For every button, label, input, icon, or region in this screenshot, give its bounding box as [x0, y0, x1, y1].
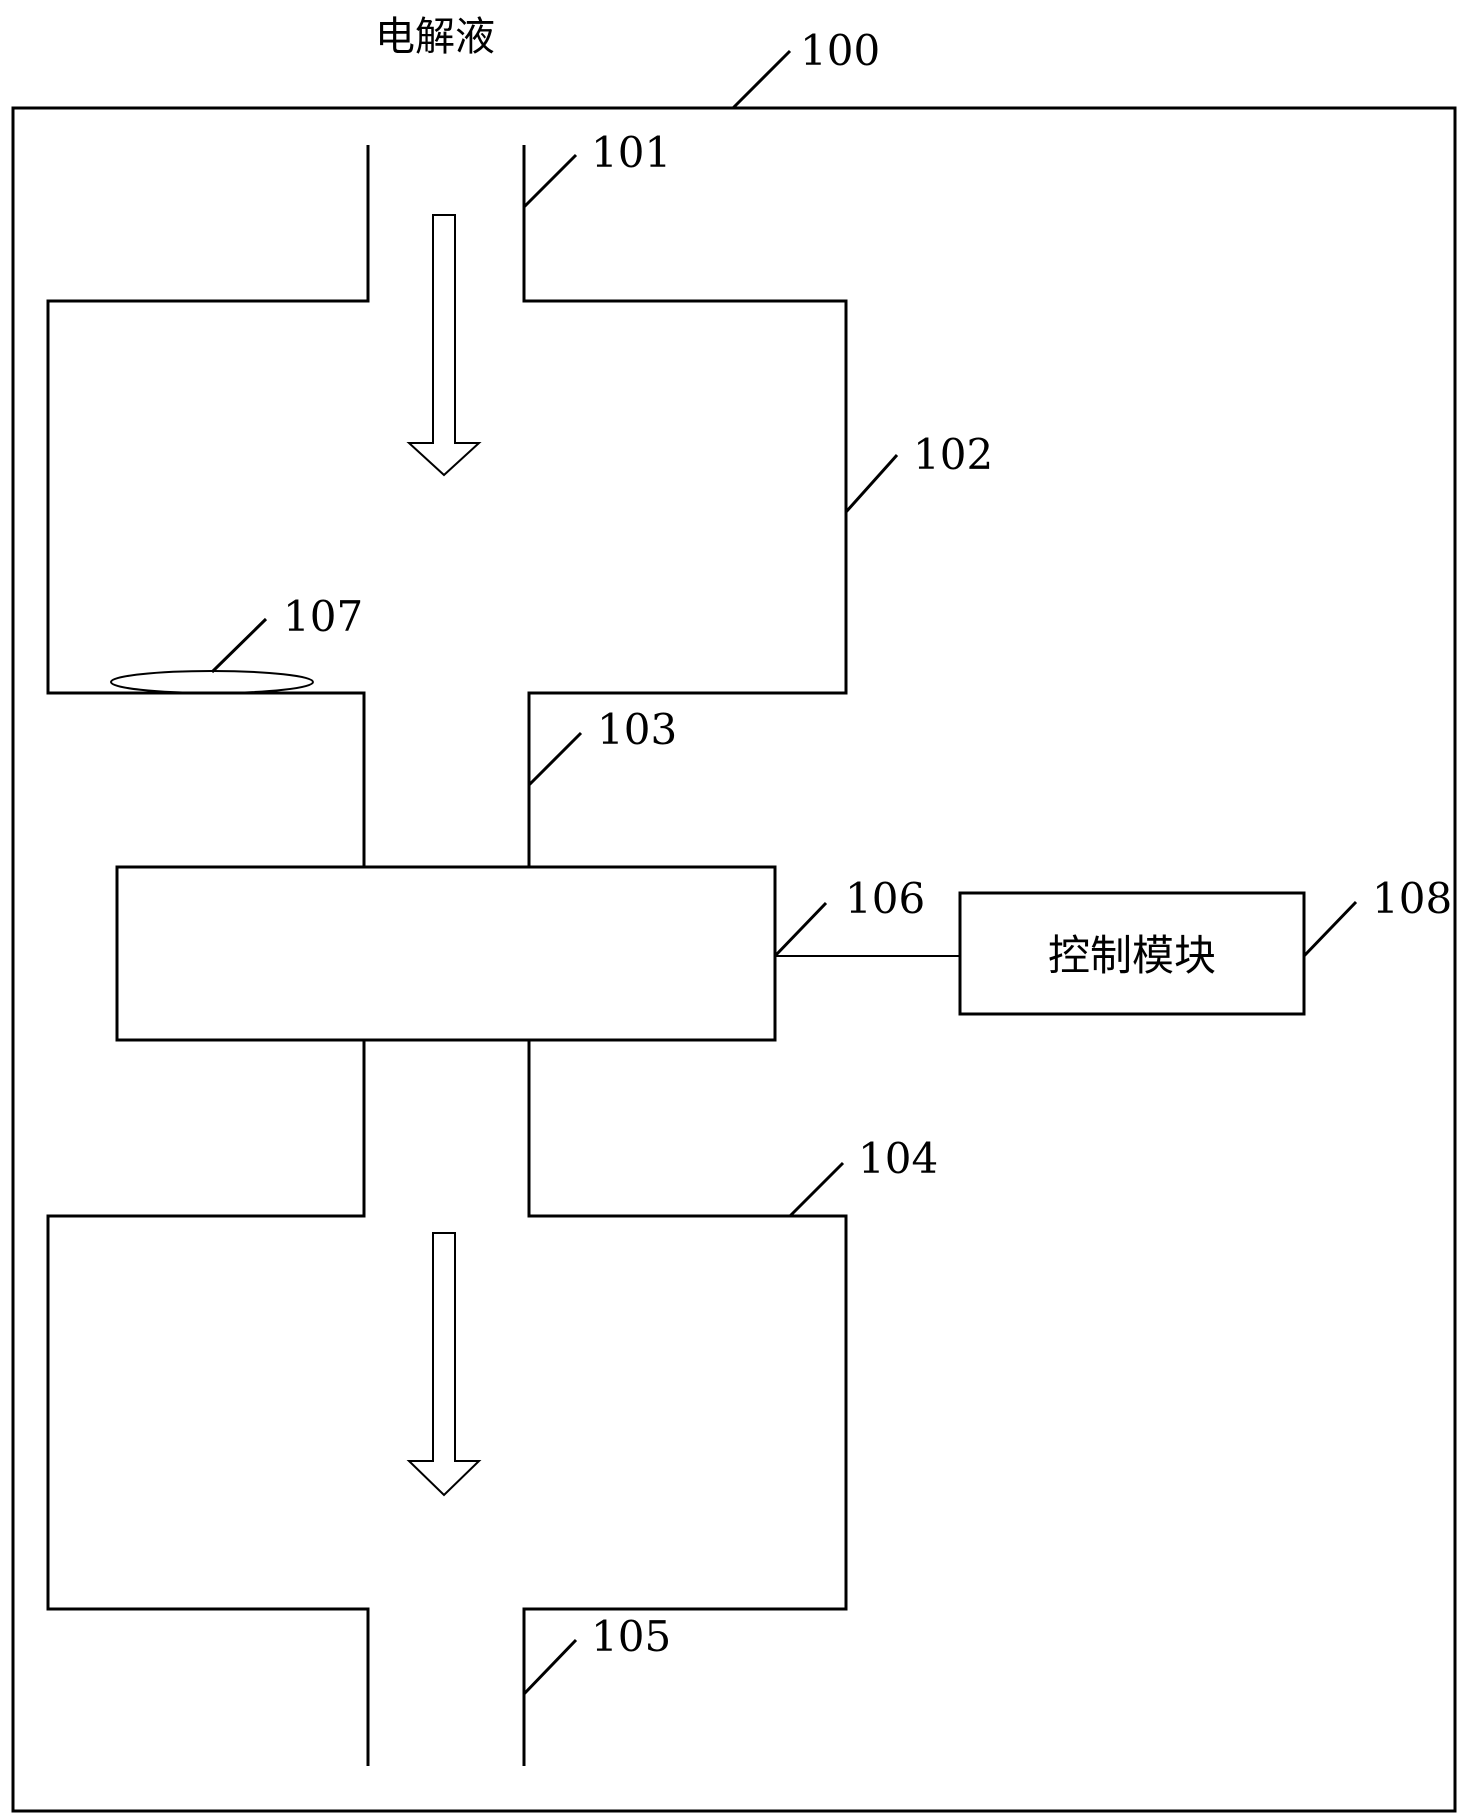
ref-105: 105 — [591, 1612, 671, 1661]
leader-108 — [1302, 900, 1358, 958]
lower-chamber-outline-right — [522, 1040, 848, 1766]
ref-102: 102 — [913, 430, 993, 479]
leader-101 — [522, 153, 578, 209]
ref-103: 103 — [597, 705, 677, 754]
leader-103 — [527, 731, 583, 787]
sensor-block-106 — [115, 865, 777, 1042]
leader-100 — [731, 49, 792, 110]
lower-chamber-outline-left — [46, 1040, 370, 1766]
upper-chamber-outline-right — [522, 145, 848, 867]
control-module-108 — [958, 891, 1306, 1016]
ref-108: 108 — [1372, 874, 1452, 923]
ref-101: 101 — [591, 128, 671, 177]
flow-arrow-down-lower-icon — [406, 1232, 482, 1497]
leader-105 — [522, 1638, 578, 1696]
flow-arrow-down-upper-icon — [406, 214, 482, 477]
ref-100: 100 — [800, 26, 880, 75]
leader-102 — [844, 453, 899, 514]
leader-104 — [788, 1161, 845, 1218]
ref-106: 106 — [845, 874, 925, 923]
control-module-label: 控制模块 — [1048, 931, 1216, 980]
upper-chamber-outline-left — [46, 145, 370, 867]
ref-107: 107 — [283, 592, 363, 641]
system-frame — [11, 106, 1457, 1813]
leader-107 — [210, 617, 268, 674]
ring-107 — [110, 670, 314, 694]
ref-104: 104 — [858, 1134, 938, 1183]
diagram-title: 电解液 — [375, 14, 495, 60]
leader-106 — [773, 901, 828, 958]
